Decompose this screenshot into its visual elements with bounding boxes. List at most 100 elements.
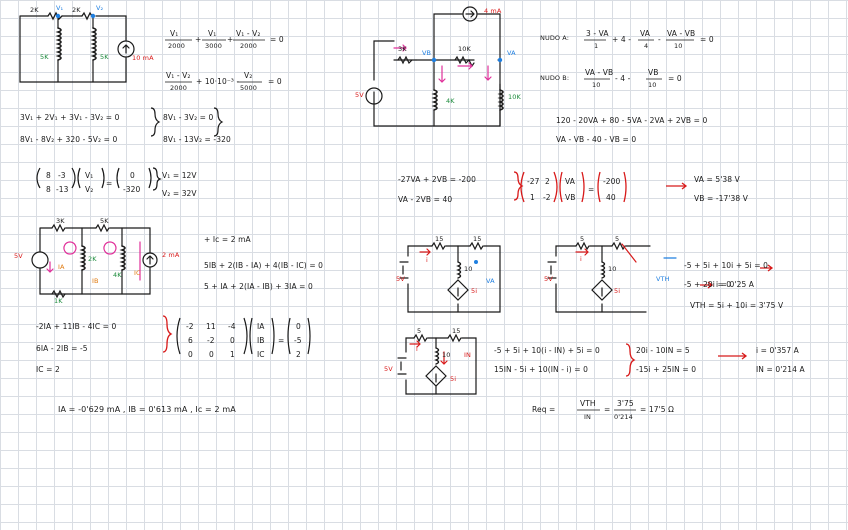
nr-0: -5 + 5i + 10(i - IN) + 5i = 0 <box>494 346 600 355</box>
req-d1: IN <box>584 413 591 421</box>
req-post: = 17'5 Ω <box>640 405 674 414</box>
circuit-5 <box>547 241 651 313</box>
c3-ic-label: IC <box>134 269 141 277</box>
c2-v0: VA <box>565 177 575 186</box>
c1-eq2-n1: V₁ - V₂ <box>166 71 191 80</box>
c6-r3-label: 10 <box>442 351 451 359</box>
th-2: i = 0'25 A <box>716 280 755 289</box>
c2-source-label: 4 mA <box>484 7 502 15</box>
nr-res-in: IN = 0'214 A <box>756 365 805 374</box>
c2-eqB-mid: - 4 - <box>615 74 631 83</box>
c1-eq2-mid: + 10·10⁻³ - <box>196 77 240 86</box>
c3-m02: -4 <box>228 322 236 331</box>
c3-m00: -2 <box>186 322 194 331</box>
c2-eqA-mid: + 4 - <box>612 35 632 44</box>
c4-va-label: VA <box>486 277 495 285</box>
c1-m00: 8 <box>46 171 51 180</box>
c5-dep-label: 5i <box>614 287 621 295</box>
c1-r0: 0 <box>130 171 135 180</box>
c3-r0: 0 <box>296 322 301 331</box>
c2-eqB-d1: 10 <box>592 81 601 89</box>
c1-m01: -3 <box>58 171 66 180</box>
c2-eqB-n1: VA - VB <box>585 68 614 77</box>
c3-r2: 2 <box>296 350 301 359</box>
c6-dep-label: 5i <box>450 375 457 383</box>
c2-r1-label: 3K <box>398 45 407 53</box>
c3-sys2: IC = 2 <box>36 365 60 374</box>
c3-m22: 1 <box>230 350 235 359</box>
c2-eqB-rhs: = 0 <box>668 74 682 83</box>
c1-eq2-d3: 5000 <box>240 84 257 92</box>
c5-i-label: i <box>580 255 582 263</box>
c1-eq1-rhs: = 0 <box>270 35 284 44</box>
c4-i-label: i <box>426 256 428 264</box>
c2-line1: VA - VB - 40 - VB = 0 <box>556 135 637 144</box>
c1-eq2-n3: V₂ <box>244 71 253 80</box>
circuit-6 <box>397 333 477 395</box>
nr-2: 20i - 10IN = 5 <box>636 346 690 355</box>
c1-sys2-0: 8V₁ - 3V₂ = 0 <box>163 113 214 122</box>
c1-res-v2: V₂ = 32V <box>162 189 197 198</box>
c3-m20: 0 <box>188 350 193 359</box>
req-d2: 0'214 <box>614 413 633 421</box>
c1-sys2-1: 8V₁ - 13V₂ = -320 <box>163 135 231 144</box>
c3-vsource-label: 5V <box>14 252 23 260</box>
c3-m01: 11 <box>206 322 216 331</box>
c1-v0: V₁ <box>85 171 94 180</box>
c2-r4-label: 10K <box>508 93 521 101</box>
c3-sys0: -2IA + 11IB - 4IC = 0 <box>36 322 117 331</box>
nr-1: 15IN - 5i + 10(IN - i) = 0 <box>494 365 588 374</box>
c1-sys1-1: 8V₁ - 8V₂ + 320 - 5V₂ = 0 <box>20 135 118 144</box>
c2-eqA-d1: 1 <box>594 42 599 50</box>
circuit-3 <box>31 223 158 299</box>
c1-v2-label: V₂ <box>96 4 104 12</box>
c2-line0: 120 - 20VA + 80 - 5VA - 2VA + 2VB = 0 <box>556 116 708 125</box>
th-0: -5 + 5i + 10i + 5i = 0 <box>684 261 768 270</box>
req-eq: = <box>604 405 611 414</box>
c6-r2-label: 15 <box>452 327 461 335</box>
c6-in-label: IN <box>464 351 471 359</box>
c2-sys0: -27VA + 2VB = -200 <box>398 175 477 184</box>
c5-r3-label: 10 <box>608 265 617 273</box>
req-pre: Req = <box>532 405 556 414</box>
c2-m01: 2 <box>545 177 550 186</box>
c3-m10: 6 <box>188 336 193 345</box>
c1-r2-label: 2K <box>72 6 81 14</box>
c6-r1-label: 5 <box>417 327 422 335</box>
c2-eqA-n2: VA <box>640 29 650 38</box>
th-1: -5 + 20i = 0 <box>684 280 732 289</box>
circuit-1 <box>19 11 135 83</box>
c2-eqA-d2: 4 <box>644 42 649 50</box>
c3-sys1: 6IA - 2IB = -5 <box>36 344 88 353</box>
c5-vth-label: VTH <box>656 275 670 283</box>
circuit-2 <box>365 6 504 127</box>
c4-r2-label: 15 <box>473 235 482 243</box>
c3-v2: IC <box>257 350 265 359</box>
c2-eqB-d2: 10 <box>648 81 657 89</box>
c1-eq1-n2: V₁ <box>208 29 217 38</box>
c2-vb-label: VB <box>422 49 432 57</box>
th-3: VTH = 5i + 10i = 3'75 V <box>690 301 784 310</box>
c2-m10: 1 <box>530 193 535 202</box>
c2-sys1: VA - 2VB = 40 <box>398 195 453 204</box>
c1-m10: 8 <box>46 185 51 194</box>
c3-m21: 0 <box>209 350 214 359</box>
c6-i-label: i <box>416 345 418 353</box>
c1-eq1-n3: V₁ - V₂ <box>236 29 261 38</box>
c3-v0: IA <box>257 322 265 331</box>
c3-r5-label: 1K <box>54 297 63 305</box>
c3-r1: -5 <box>294 336 302 345</box>
req-n1: VTH <box>580 399 596 408</box>
c3-eq0: + Ic = 2 mA <box>204 235 251 244</box>
c2-eqB-n2: VB <box>648 68 659 77</box>
c1-r1-label: 2K <box>30 6 39 14</box>
c3-source-label: 2 mA <box>162 251 180 259</box>
c3-r4-label: 4K <box>113 271 122 279</box>
c1-r4-label: 5K <box>100 53 109 61</box>
c6-vsource-label: 5V <box>384 365 393 373</box>
c2-v1: VB <box>565 193 576 202</box>
c1-eq1-d2: 3000 <box>205 42 222 50</box>
c2-m00: -27 <box>527 177 540 186</box>
c2-eqA-d3: 10 <box>674 42 683 50</box>
